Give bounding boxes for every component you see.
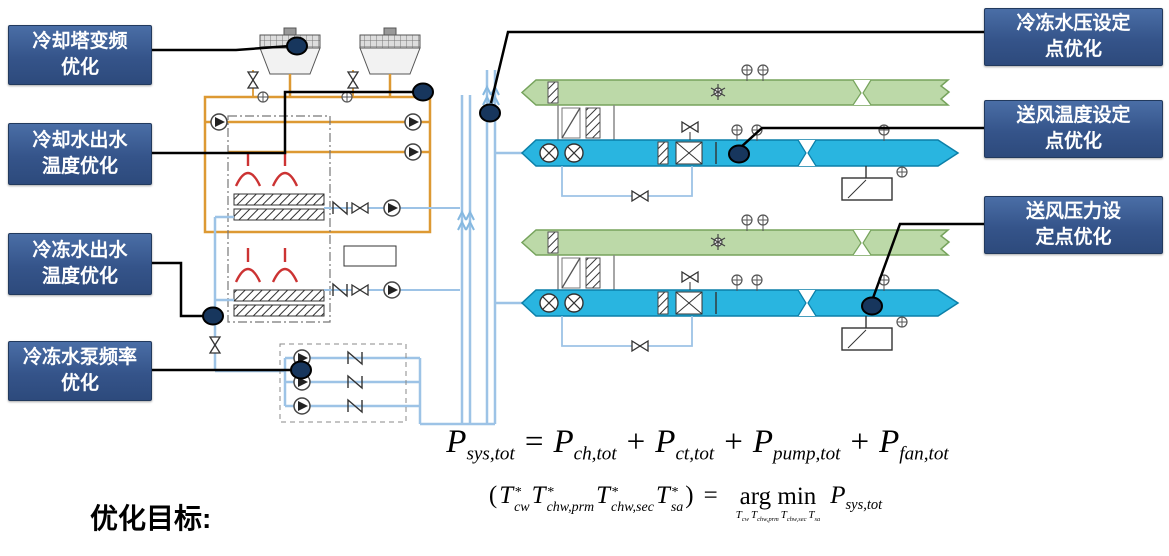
optimization-point-markers [202,36,883,380]
formula-power-balance: Psys,tot=Pch,tot+Pct,tot+Ppump,tot+Pfan,… [446,424,949,465]
chiller-plant [203,27,522,426]
condenser-pump-icon [404,113,422,131]
marker-chw-pump [290,360,312,380]
tower-valve-2 [347,71,359,89]
marker-cooling-tower-fan [286,36,308,56]
objective-label: 优化目标: [90,503,212,534]
pump-icon [383,281,401,299]
tower-valve-1 [247,71,259,89]
callout-chilled-water-outlet-temp: 冷冻水出水 温度优化 [8,233,152,295]
marker-supply-air-temp [728,144,750,164]
marker-chw-pressure [479,103,501,123]
valve-icon [351,284,369,296]
heat-exchanger [233,208,325,221]
valve-icon [209,336,221,354]
pump-icon [383,199,401,217]
sensor-icon [341,91,353,103]
equipment-box [343,245,397,267]
callout-supply-air-pressure-setpoint: 送风压力设 定点优化 [984,196,1163,254]
marker-supply-air-pressure [861,296,883,316]
callout-supply-air-temp-setpoint: 送风温度设定 点优化 [984,100,1163,158]
callout-cooling-water-outlet-temp: 冷却水出水 温度优化 [8,123,152,185]
callout-cooling-tower-vfd: 冷却塔变频 优化 [8,25,152,85]
chiller-2 [234,248,299,283]
sensor-icon [257,91,269,103]
chiller-1 [234,152,299,187]
ahu-bottom [522,215,958,351]
heat-exchanger [233,193,325,206]
secondary-pump-group [279,343,407,423]
heat-exchanger [233,304,325,317]
callout-chw-pressure-setpoint: 冷冻水压设定 点优化 [984,8,1163,66]
chw-pump-icon [293,397,311,415]
condenser-pump-icon [210,113,228,131]
chiller-enclosure [227,115,331,323]
cooling-tower-2 [359,27,421,75]
marker-chilled-water-outlet [202,306,224,326]
condenser-pump-icon [404,143,422,161]
ahu-top [522,65,958,201]
callout-connectors [150,30,984,372]
marker-cooling-water-outlet [412,82,434,102]
heat-exchanger [233,289,325,302]
valve-icon [351,202,369,214]
callout-chilled-water-pump-freq: 冷冻水泵频率 优化 [8,341,152,401]
